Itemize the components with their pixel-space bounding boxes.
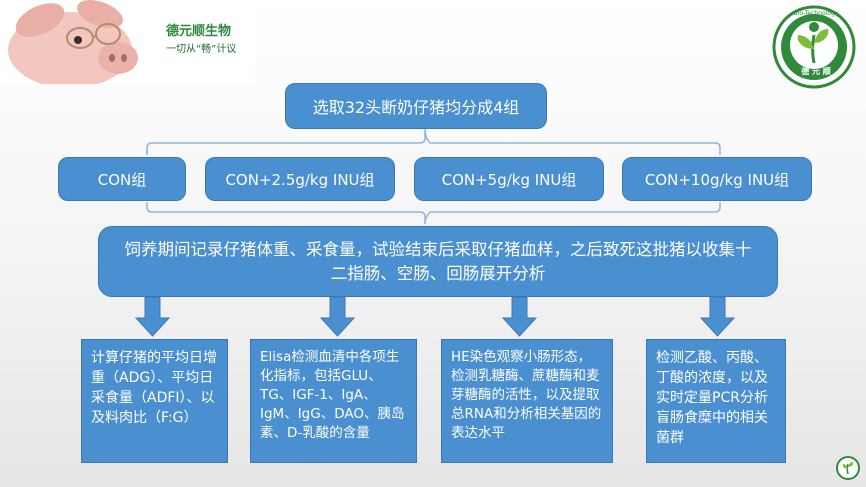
flow-step-selection: 选取32头断奶仔猪均分成4组 xyxy=(285,83,547,129)
analysis-scfa-microbiota: 检测乙酸、丙酸、丁酸的浓度，以及实时定量PCR分析盲肠食糜中的相关菌群 xyxy=(646,339,786,463)
small-logo-icon xyxy=(836,456,860,480)
analysis-growth-performance: 计算仔猪的平均日增重（ADG）、平均日采食量（ADFI）、以及料肉比（F:G） xyxy=(81,339,228,463)
company-logo xyxy=(772,5,856,89)
group-con-5g: CON+5g/kg INU组 xyxy=(414,157,604,201)
logo-bottom-text: 德 元 顺 xyxy=(801,67,831,76)
analysis-serum-biochemistry: Elisa检测血清中各项生化指标，包括GLU、TG、IGF-1、IgA、IgM、… xyxy=(250,339,417,463)
logo-ring-text: Bio-Technology xyxy=(793,10,839,17)
brand-slogan: 一切从“畅”计议 xyxy=(166,44,237,55)
group-con-2-5g: CON+2.5g/kg INU组 xyxy=(205,157,395,201)
flow-step-process: 饲养期间记录仔猪体重、采食量，试验结束后采取仔猪血样，之后致死这批猪以收集十二指… xyxy=(98,226,778,297)
pig-banner-image xyxy=(0,0,255,84)
group-con-10g: CON+10g/kg INU组 xyxy=(622,157,812,201)
brand-name: 德元顺生物 xyxy=(166,24,232,39)
analysis-intestinal-morphology: HE染色观察小肠形态，检测乳糖酶、蔗糖酶和麦芽糖酶的活性，以及提取总RNA和分析… xyxy=(441,339,613,463)
group-con: CON组 xyxy=(58,157,186,201)
